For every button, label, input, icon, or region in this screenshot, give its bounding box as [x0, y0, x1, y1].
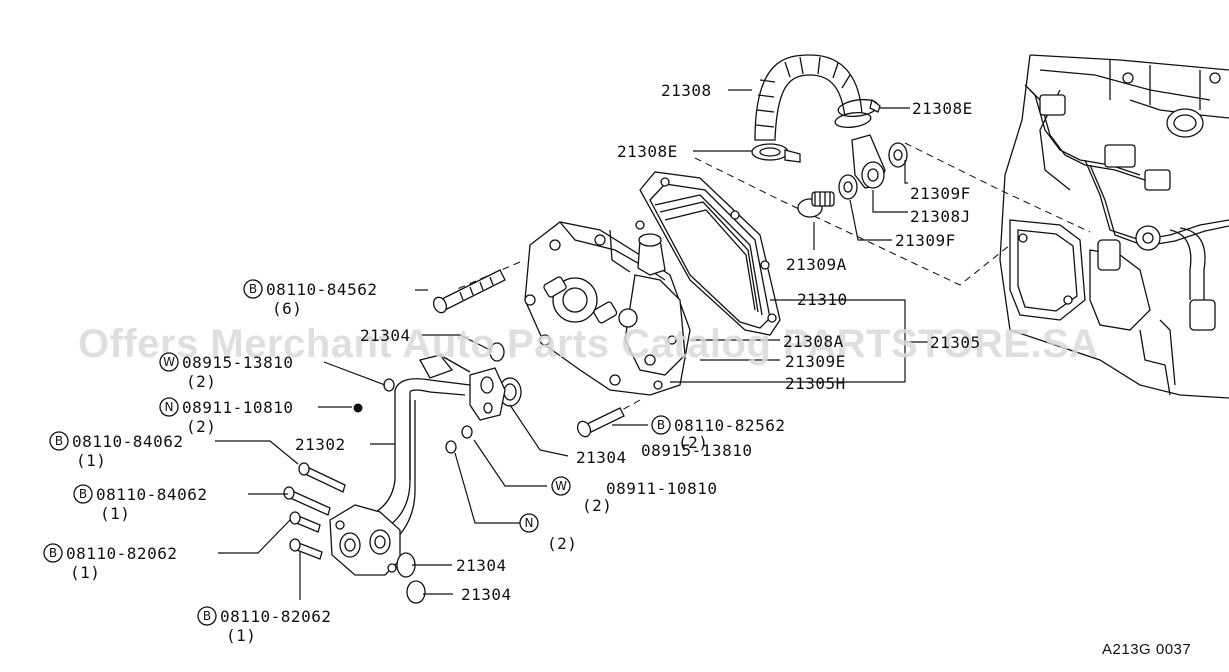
label-08915-13810-right: 08915-13810	[641, 441, 752, 460]
label-21308: 21308	[661, 81, 712, 100]
qty-08110-82062-a: (1)	[70, 563, 100, 582]
qty-08110-82062-b: (1)	[226, 626, 256, 645]
washer-08915-13810	[383, 378, 395, 392]
alignment-line	[694, 157, 1011, 286]
qty-08911-10810: (2)	[186, 417, 216, 436]
label-08110-84562: 08110-84562	[266, 280, 377, 299]
water-hose-21308	[751, 54, 881, 163]
nut-symbol: N	[165, 400, 174, 414]
nut-08911-10810	[353, 403, 363, 413]
washer-08915-13810-right	[461, 425, 473, 439]
leader-lines	[215, 89, 928, 600]
label-08110-82562: 08110-82562	[674, 416, 785, 435]
label-08911-10810: 08911-10810	[182, 398, 293, 417]
bolt-symbol: B	[55, 434, 63, 448]
qty-08915-13810-right: (2)	[678, 433, 708, 452]
gasket-21304-low2	[406, 580, 426, 604]
qty-nut-right: (2)	[547, 534, 577, 553]
label-21304-low2: 21304	[461, 585, 512, 604]
label-21304-low1: 21304	[456, 556, 507, 575]
gasket-21304-top	[489, 342, 505, 362]
engine-block-illustration	[999, 54, 1229, 399]
label-21309A: 21309A	[786, 255, 847, 274]
qty-08110-84062-a: (1)	[76, 451, 106, 470]
label-21308J: 21308J	[910, 207, 971, 226]
label-21305H: 21305H	[785, 374, 846, 393]
label-21304-mid: 21304	[576, 448, 627, 467]
elbow-21308J	[851, 134, 886, 189]
bolt-08110-82562	[576, 407, 625, 438]
part-labels: 21308 21308E 21308E 21309F 21308J 21309F…	[43, 81, 1191, 658]
label-08911-10810-right: 08911-10810	[606, 479, 717, 498]
washer-21309F-upper	[888, 142, 908, 168]
qty-08110-84062-b: (1)	[100, 504, 130, 523]
label-21302: 21302	[295, 435, 346, 454]
label-21309F-lower: 21309F	[895, 231, 956, 250]
label-21309E: 21309E	[785, 352, 846, 371]
label-21310: 21310	[797, 290, 848, 309]
qty-08911-10810-right: (2)	[582, 496, 612, 515]
bolt-symbol: B	[249, 282, 257, 296]
qty-08110-84562: (6)	[272, 299, 302, 318]
bolt-08110-82062-a	[289, 511, 321, 533]
label-21304-top: 21304	[360, 326, 411, 345]
label-08110-82062-b: 08110-82062	[220, 607, 331, 626]
figure-code: A213G 0037	[1102, 641, 1191, 658]
qty-08915-13810: (2)	[186, 372, 216, 391]
bolt-08110-84562	[432, 269, 506, 314]
washer-symbol: W	[163, 355, 175, 369]
oil-cooler-21305	[524, 171, 781, 396]
label-21308A: 21308A	[783, 332, 844, 351]
watermark: Offers Merchant Auto Parts Catalog PARTS…	[78, 322, 1099, 366]
label-08915-13810: 08915-13810	[182, 353, 293, 372]
bolt-08110-84062-b	[283, 486, 331, 516]
label-08110-84062-a: 08110-84062	[72, 432, 183, 451]
bolt-08110-84062-a	[298, 462, 346, 493]
washer-symbol: W	[555, 479, 567, 493]
nut-08911-10810-right	[445, 440, 457, 454]
label-21308E-upper: 21308E	[912, 99, 973, 118]
label-21308E-left: 21308E	[617, 142, 678, 161]
nut-symbol: N	[525, 516, 534, 530]
washer-21309F-lower	[838, 174, 858, 200]
bolt-symbol: B	[49, 546, 57, 560]
oil-pipe-21302	[329, 354, 506, 576]
bolt-symbol: B	[203, 609, 211, 623]
bolt-symbol: B	[79, 487, 87, 501]
label-21309F-upper: 21309F	[910, 184, 971, 203]
alignment-line	[904, 142, 1091, 233]
label-08110-84062-b: 08110-84062	[96, 485, 207, 504]
label-21305: 21305	[930, 333, 981, 352]
plug-21309A	[797, 191, 835, 218]
label-08110-82062-a: 08110-82062	[66, 544, 177, 563]
bolt-08110-82062-b	[289, 538, 323, 560]
bolt-symbol: B	[657, 418, 665, 432]
